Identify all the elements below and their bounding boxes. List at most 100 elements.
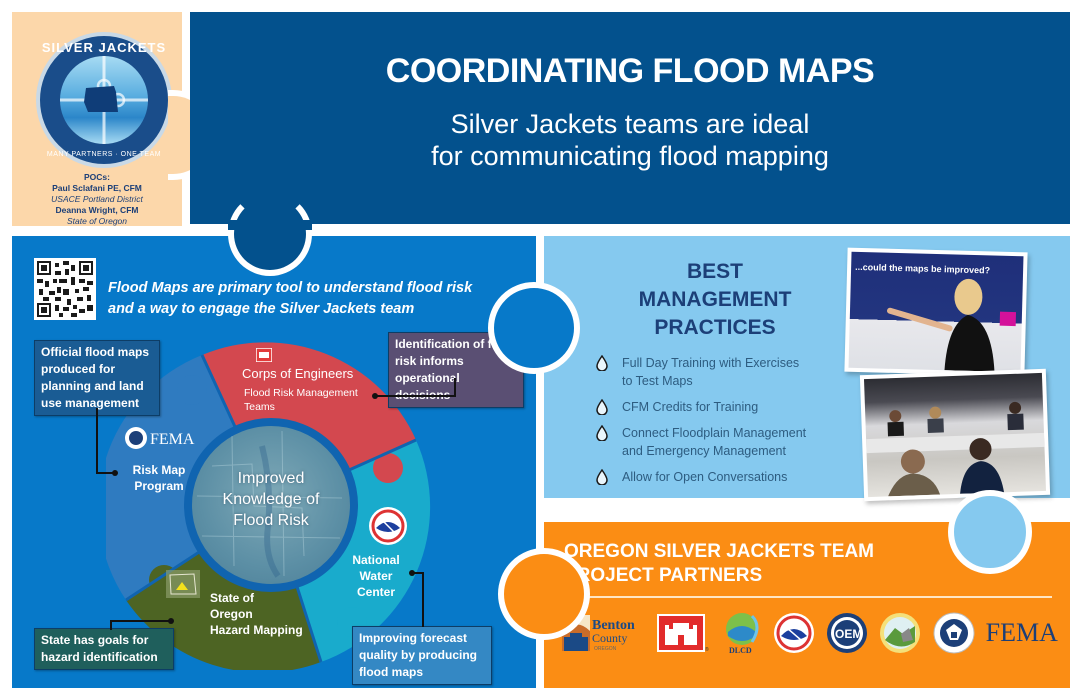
fema-label-line-2: Program: [134, 479, 184, 493]
callout-state-goals: State has goals for hazard identificatio…: [34, 628, 174, 670]
partners-title: OREGON SILVER JACKETS TEAM PROJECT PARTN…: [564, 540, 874, 588]
list-item: Full Day Training with Exercises to Test…: [596, 354, 856, 390]
oregon-segment-label: State of Oregon Hazard Mapping: [210, 590, 320, 638]
partners-title-line-2: PROJECT PARTNERS: [564, 565, 763, 586]
logo-bottom-text: MANY PARTNERS · ONE TEAM: [46, 151, 162, 158]
fema-wordmark: FEMA: [150, 431, 195, 448]
usace-segment-label: Flood Risk Management Teams: [244, 386, 384, 414]
page-subtitle: Silver Jackets teams are ideal for commu…: [190, 108, 1070, 172]
oregon-label-line-2: Oregon: [210, 607, 253, 621]
center-label: Improved Knowledge of Flood Risk: [192, 468, 350, 531]
puzzle-knob-bmp: [948, 490, 1032, 574]
intro-line-1: Flood Maps are primary tool to understan…: [108, 280, 473, 296]
oregon-label-line-1: State of: [210, 591, 255, 605]
list-item: CFM Credits for Training: [596, 398, 856, 416]
usace-title: Corps of Engineers: [242, 366, 354, 381]
item-line: Allow for Open Conversations: [622, 470, 788, 484]
dlcd-logo: DLCD: [722, 613, 762, 654]
svg-text:®: ®: [705, 646, 709, 653]
page-title: COORDINATING FLOOD MAPS: [385, 52, 875, 90]
list-item: Allow for Open Conversations: [596, 468, 856, 486]
item-line: to Test Maps: [622, 374, 693, 388]
subtitle-line-1: Silver Jackets teams are ideal: [450, 109, 810, 139]
oregon-puzzle-icon: [60, 56, 148, 144]
center-line-3: Flood Risk: [233, 512, 309, 529]
leader-line: [96, 408, 98, 472]
center-circle: Improved Knowledge of Flood Risk: [184, 418, 358, 592]
best-practices-list: Full Day Training with Exercises to Test…: [596, 354, 856, 494]
workshop-photo: [859, 368, 1051, 502]
svg-text:OEM: OEM: [835, 627, 862, 641]
intro-line-2: and a way to engage the Silver Jackets t…: [108, 301, 415, 317]
svg-text:OREGON: OREGON: [594, 646, 617, 652]
item-line: Full Day Training with Exercises: [622, 356, 800, 370]
item-line: and Emergency Management: [622, 444, 786, 458]
bmp-title-line-1: BEST: [686, 260, 743, 283]
list-item-text: Connect Floodplain Management and Emerge…: [622, 424, 806, 460]
puzzle-knob-title: [228, 192, 312, 276]
flood-maps-intro: Flood Maps are primary tool to understan…: [108, 278, 472, 320]
leader-dot: [372, 393, 378, 399]
water-drop-icon: [596, 469, 608, 485]
poc-contacts: POCs: Paul Sclafani PE, CFM USACE Portla…: [12, 172, 182, 227]
list-item-text: Full Day Training with Exercises to Test…: [622, 354, 799, 390]
fema-wordmark-text: FEMA: [985, 618, 1058, 647]
svg-text:County: County: [592, 631, 627, 645]
divider: [564, 596, 1052, 598]
nws-logo: [368, 506, 408, 551]
usace-castle-logo: ®: [657, 613, 711, 653]
nwc-segment-label: National Water Center: [346, 552, 406, 600]
list-item-text: CFM Credits for Training: [622, 398, 758, 416]
poc-name-2: Deanna Wright, CFM: [55, 205, 139, 215]
nwc-label-line-1: National: [352, 553, 400, 567]
best-practices-panel: BEST MANAGEMENT PRACTICES Full Day Train…: [544, 236, 1070, 502]
leader-line: [422, 572, 424, 627]
fema-logo: FEMA: [124, 426, 204, 455]
poc-org-2: State of Oregon: [66, 216, 127, 226]
silver-jackets-logo: SILVER JACKETS MANY PARTNERS · ONE TEAM: [36, 32, 172, 168]
svg-text:Benton: Benton: [592, 618, 635, 633]
usace-label-line-2: Teams: [244, 401, 275, 413]
fema-segment-label: Risk Map Program: [124, 462, 194, 494]
callout-official-maps: Official flood maps produced for plannin…: [34, 340, 160, 416]
puzzle-knob-partners: [498, 548, 590, 640]
nwc-label-line-3: Center: [356, 585, 395, 599]
poc-org-1: USACE Portland District: [51, 194, 143, 204]
svg-text:DLCD: DLCD: [729, 646, 752, 654]
list-item: Connect Floodplain Management and Emerge…: [596, 424, 856, 460]
oregon-state-icon: [166, 570, 200, 603]
dhs-seal-logo: [933, 612, 975, 654]
flood-maps-panel: Flood Maps are primary tool to understan…: [12, 236, 536, 688]
title-panel: COORDINATING FLOOD MAPS Silver Jackets t…: [190, 12, 1070, 224]
puzzle-knob-flood: [488, 282, 580, 374]
qr-code-icon[interactable]: [34, 258, 96, 320]
center-line-2: Knowledge of: [222, 491, 320, 508]
leader-line: [110, 620, 112, 630]
callout-forecast-quality: Improving forecast quality by producing …: [352, 626, 492, 685]
leader-line: [96, 472, 114, 474]
workshop-photo-content: [863, 372, 1047, 498]
oregon-label-line-3: Hazard Mapping: [210, 623, 303, 637]
center-line-1: Improved: [237, 470, 305, 487]
oem-logo: OEM: [826, 613, 868, 653]
poc-panel: SILVER JACKETS MANY PARTNERS · ONE TEAM …: [12, 12, 182, 226]
leader-line: [376, 395, 456, 397]
fema-label-line-1: Risk Map: [132, 463, 186, 477]
partner-logos: Benton County OREGON ® DLCD: [562, 610, 1058, 656]
water-drop-icon: [596, 399, 608, 415]
usace-label-line-1: Flood Risk Management: [244, 387, 358, 399]
usace-castle-icon: [255, 347, 273, 367]
poc-heading: POCs:: [84, 172, 110, 182]
logo-top-text: SILVER JACKETS: [41, 40, 167, 55]
oregon-geology-logo: [879, 613, 921, 653]
puzzle-knob-title-cover: [228, 220, 312, 230]
best-practices-title: BEST MANAGEMENT PRACTICES: [584, 258, 846, 342]
subtitle-line-2: for communicating flood mapping: [431, 141, 829, 171]
fema-wordmark: FEMA: [986, 613, 1058, 653]
bmp-title-line-3: PRACTICES: [654, 316, 776, 339]
nwc-label-line-2: Water: [359, 569, 393, 583]
presentation-photo-content: ...could the maps be improved?: [848, 251, 1024, 373]
water-drop-icon: [596, 425, 608, 441]
flood-risk-ring-diagram: Improved Knowledge of Flood Risk FEMA Ri…: [106, 340, 436, 670]
national-weather-service-logo: [773, 613, 815, 653]
